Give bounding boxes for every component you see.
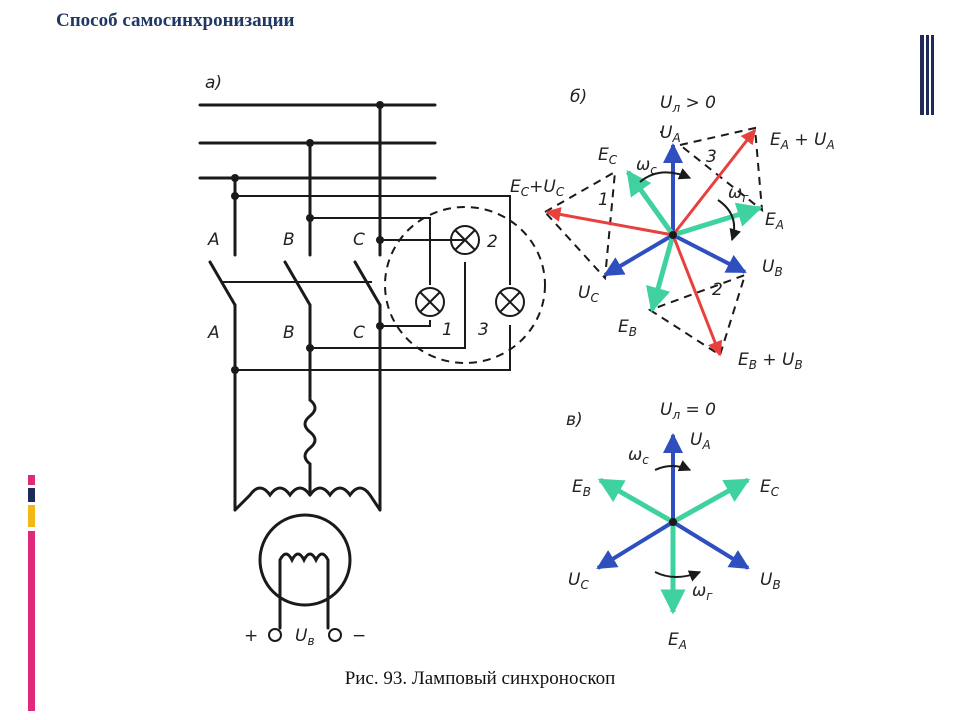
lamp-label: 2 <box>487 232 498 252</box>
lamp-2 <box>450 225 480 255</box>
lamp-1 <box>415 287 445 317</box>
label-UC: UC <box>568 570 589 592</box>
panel-a-circuit: а) A B C A B C <box>198 73 546 648</box>
label-EB: EB <box>572 477 591 499</box>
vector-EA-plus-UA <box>671 128 757 236</box>
vector-EC-plus-UC <box>545 207 674 237</box>
vector-EB <box>646 234 676 313</box>
label-UB: UB <box>760 570 781 592</box>
switch-label-bottom: B <box>283 323 295 343</box>
label-EA-plus-UA: EA + UA <box>770 130 835 152</box>
label-EC: EC <box>598 145 618 167</box>
switch-label-bottom: A <box>207 323 220 343</box>
excitation-plus: + <box>244 626 258 646</box>
label-EC: EC <box>760 477 780 499</box>
panel-c-label: в) <box>566 410 583 430</box>
lamp-3 <box>495 287 525 317</box>
left-accent-stripe <box>28 475 35 711</box>
label-omega-g: ωг <box>692 581 713 603</box>
lamp-synchroscope-diagram: а) A B C A B C <box>198 73 835 652</box>
vector-UB <box>672 233 747 274</box>
right-accent-stripe <box>920 35 934 115</box>
slide-title: Способ самосинхронизации <box>56 10 295 31</box>
switch-label-top: A <box>207 230 220 250</box>
region-3 <box>677 126 764 213</box>
vector-UC <box>596 520 675 570</box>
label-UA: UA <box>690 430 711 452</box>
rotor <box>258 513 352 607</box>
region-2 <box>647 273 747 357</box>
vector-EC <box>671 477 751 525</box>
switch-blade <box>283 260 312 307</box>
switch-label-top: C <box>353 230 365 250</box>
panel-b-condition: Uл > 0 <box>660 93 716 115</box>
switch-blade <box>208 260 237 307</box>
panel-b-phasors: б) Uл > 0 1 2 3 ·UA UB UC EA EB EC EA + … <box>510 87 835 372</box>
switch-blade <box>353 260 382 307</box>
label-EC-plus-UC: EC+UC <box>510 177 565 199</box>
panel-c-phasors: в) Uл = 0 UA UB UC EA EB EC ωc ωг <box>566 400 781 652</box>
vector-EC <box>625 169 676 237</box>
omega-g-arrow <box>654 570 702 582</box>
label-EB: EB <box>618 317 637 339</box>
excitation-voltage-label: Uв <box>295 626 315 648</box>
label-UB: UB <box>762 257 783 279</box>
panel-b-label: б) <box>570 87 587 107</box>
label-omega-c: ωc <box>628 445 649 467</box>
omega-c-arrow <box>654 460 692 472</box>
omega-c-arrow <box>639 168 692 183</box>
switch-label-bottom: C <box>353 323 365 343</box>
label-omega-c: ωc <box>636 155 657 177</box>
figure-caption: Рис. 93. Ламповый синхроноскоп <box>344 668 616 689</box>
vector-UC <box>603 233 675 277</box>
region-label: 2 <box>712 280 723 300</box>
omega-g-arrow <box>717 199 742 242</box>
excitation-minus: − <box>352 626 366 646</box>
lamp-label: 3 <box>478 320 489 340</box>
panel-a-label: а) <box>205 73 222 93</box>
label-omega-g: ωг <box>728 183 749 205</box>
label-UA: ·UA <box>658 123 681 145</box>
switch-label-top: B <box>283 230 295 250</box>
region-label: 3 <box>706 147 717 167</box>
vector-EB <box>597 477 675 525</box>
vector-EB-plus-UB <box>671 234 723 357</box>
label-EB-plus-UB: EB + UB <box>738 350 803 372</box>
lamp-label: 1 <box>442 320 453 340</box>
panel-c-condition: Uл = 0 <box>660 400 716 422</box>
synchroscope-enclosure <box>384 206 546 364</box>
vector-UB <box>671 520 750 570</box>
vector-EA <box>672 202 763 238</box>
label-UC: UC <box>578 283 599 305</box>
label-EA: EA <box>765 210 784 232</box>
region-label: 1 <box>598 190 609 210</box>
label-EA: EA <box>668 630 687 652</box>
